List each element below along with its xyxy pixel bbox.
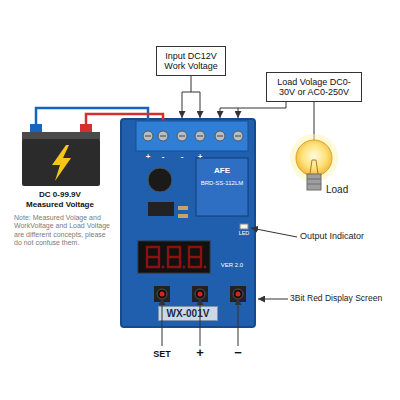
- led: [240, 224, 248, 229]
- bulb-thread: [307, 179, 321, 184]
- digit: [189, 247, 201, 267]
- terminal-screw: [177, 131, 187, 141]
- decimal-point: [162, 266, 165, 269]
- note-text: Note: Measured Volage and WorkVoltage an…: [14, 214, 114, 248]
- callout-dot: [236, 292, 241, 297]
- push-buttons: [154, 286, 246, 302]
- leader-line: [162, 298, 163, 346]
- node-text: Load Volage DC0-30V or AC0-250V: [270, 77, 358, 98]
- spec-box: Load Volage DC0-30V or AC0-250V: [266, 72, 362, 102]
- button: [230, 286, 246, 302]
- button-cap: [157, 289, 167, 299]
- button-label: −: [228, 345, 248, 361]
- callout-dot: [160, 292, 165, 297]
- display-housing: [138, 241, 210, 273]
- terminal-screw: [195, 131, 205, 141]
- relay: [196, 158, 248, 216]
- wire: [314, 102, 315, 140]
- terminal-screw: [233, 131, 243, 141]
- node-text: Input DC12V Work Voltage: [160, 51, 222, 72]
- leader-line: [251, 228, 297, 237]
- decimal-point: [204, 266, 207, 269]
- resistor: [178, 206, 188, 210]
- leader-line: [220, 108, 238, 118]
- bulb-glow: [290, 134, 338, 182]
- decimal-point: [183, 266, 186, 269]
- battery-body: [22, 139, 100, 186]
- part-label: DC 0-99.9V Measured Voltage: [20, 190, 100, 209]
- callout-dot: [198, 292, 203, 297]
- battery-terminal: [30, 124, 42, 134]
- bulb-base: [307, 174, 321, 190]
- wire: [86, 114, 163, 124]
- terminal-block: [136, 121, 248, 151]
- digit: [168, 247, 180, 267]
- connector-line: [238, 102, 286, 118]
- spec-box: Input DC12V Work Voltage: [156, 46, 226, 76]
- bulb-symbol: [290, 134, 338, 190]
- node-text: WX-001V: [158, 306, 219, 321]
- leader-line: [191, 92, 200, 118]
- button-cap: [195, 289, 205, 299]
- wire: [36, 108, 148, 124]
- capacitor: [148, 168, 172, 192]
- battery-terminal: [80, 124, 92, 134]
- battery-symbol: [22, 124, 100, 186]
- callout-label: 3Bit Red Display Screen: [290, 293, 398, 303]
- bulb-filament: [310, 160, 318, 174]
- ic-chip: [148, 202, 174, 216]
- bulb-glass: [296, 140, 332, 176]
- leader-line: [200, 298, 201, 346]
- seven-segment-display: [138, 241, 210, 273]
- lightning-icon: [52, 145, 71, 181]
- leader-line: [258, 299, 288, 300]
- button-cap: [233, 289, 243, 299]
- battery-top: [22, 132, 100, 140]
- terminal-screw: [158, 131, 168, 141]
- circuit-board: WX-001V: [120, 118, 256, 328]
- screw-slot: [145, 135, 241, 136]
- terminal-screw: [143, 131, 153, 141]
- connector-line: [182, 76, 191, 118]
- callout-label: Output Indicator: [300, 231, 395, 242]
- terminal-screw: [215, 131, 225, 141]
- digit: [147, 247, 159, 267]
- button: [154, 286, 170, 302]
- leader-line: [238, 298, 239, 346]
- resistor: [178, 214, 188, 218]
- part-label: Load: [326, 184, 366, 196]
- terminal-housing: [136, 121, 248, 151]
- button-label: +: [190, 345, 210, 361]
- button-label: SET: [147, 349, 177, 360]
- terminal-screws: [143, 131, 243, 141]
- button: [192, 286, 208, 302]
